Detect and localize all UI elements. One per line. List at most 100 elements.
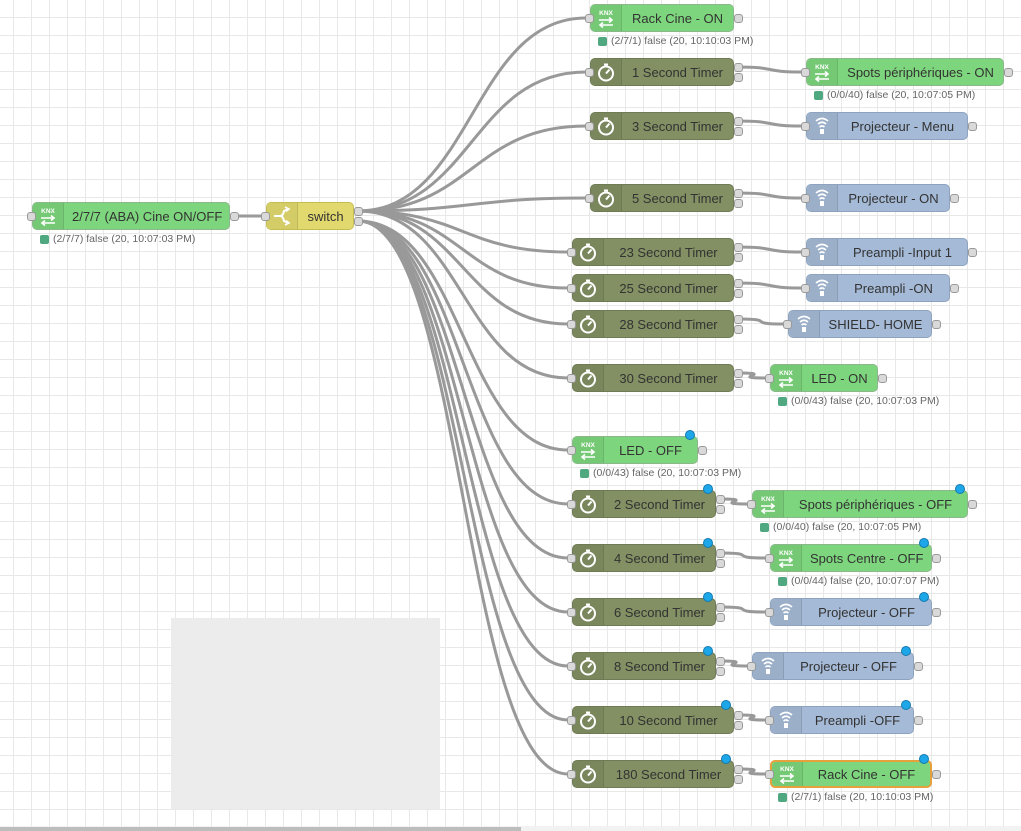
output-port[interactable]: [733, 13, 743, 23]
output-port[interactable]: [733, 378, 743, 388]
navigator-minimap[interactable]: [171, 618, 440, 809]
output-port[interactable]: [733, 720, 743, 730]
output-port[interactable]: [697, 445, 707, 455]
output-port[interactable]: [949, 193, 959, 203]
output-port[interactable]: [733, 314, 743, 324]
input-port[interactable]: [585, 121, 594, 131]
output-port[interactable]: [715, 558, 725, 568]
input-port[interactable]: [567, 661, 576, 671]
output-port[interactable]: [733, 188, 743, 198]
output-port[interactable]: [733, 242, 743, 252]
input-port[interactable]: [567, 607, 576, 617]
ir-node[interactable]: Projecteur - OFF: [770, 598, 932, 626]
timer-node[interactable]: 1 Second Timer: [590, 58, 734, 86]
timer-node[interactable]: 2 Second Timer: [572, 490, 716, 518]
output-port[interactable]: [715, 504, 725, 514]
input-port[interactable]: [765, 769, 774, 779]
input-port[interactable]: [567, 769, 576, 779]
input-port[interactable]: [585, 13, 594, 23]
input-port[interactable]: [801, 67, 810, 77]
timer-node[interactable]: 23 Second Timer: [572, 238, 734, 266]
output-port[interactable]: [715, 494, 725, 504]
input-port[interactable]: [765, 373, 774, 383]
output-port[interactable]: [931, 553, 941, 563]
timer-node[interactable]: 180 Second Timer: [572, 760, 734, 788]
output-port[interactable]: [353, 206, 363, 216]
input-port[interactable]: [585, 67, 594, 77]
output-port[interactable]: [733, 710, 743, 720]
output-port[interactable]: [967, 121, 977, 131]
switch-node[interactable]: switch: [266, 202, 354, 230]
output-port[interactable]: [733, 324, 743, 334]
output-port[interactable]: [353, 216, 363, 226]
ir-node[interactable]: Projecteur - Menu: [806, 112, 968, 140]
output-port[interactable]: [949, 283, 959, 293]
input-port[interactable]: [261, 211, 270, 221]
timer-node[interactable]: 3 Second Timer: [590, 112, 734, 140]
input-port[interactable]: [801, 193, 810, 203]
output-port[interactable]: [733, 368, 743, 378]
output-port[interactable]: [931, 769, 941, 779]
ir-node[interactable]: SHIELD- HOME: [788, 310, 932, 338]
output-port[interactable]: [715, 612, 725, 622]
output-port[interactable]: [931, 607, 941, 617]
horizontal-scrollbar-thumb[interactable]: [0, 827, 521, 831]
output-port[interactable]: [913, 661, 923, 671]
output-port[interactable]: [913, 715, 923, 725]
input-port[interactable]: [567, 283, 576, 293]
input-port[interactable]: [567, 373, 576, 383]
timer-node[interactable]: 30 Second Timer: [572, 364, 734, 392]
ir-node[interactable]: Preampli -OFF: [770, 706, 914, 734]
output-port[interactable]: [733, 126, 743, 136]
input-port[interactable]: [783, 319, 792, 329]
timer-node[interactable]: 28 Second Timer: [572, 310, 734, 338]
timer-node[interactable]: 25 Second Timer: [572, 274, 734, 302]
input-port[interactable]: [567, 553, 576, 563]
output-port[interactable]: [715, 548, 725, 558]
input-port[interactable]: [27, 211, 36, 221]
output-port[interactable]: [967, 247, 977, 257]
ir-node[interactable]: Projecteur - ON: [806, 184, 950, 212]
output-port[interactable]: [733, 198, 743, 208]
output-port[interactable]: [733, 62, 743, 72]
output-port[interactable]: [877, 373, 887, 383]
ir-node[interactable]: Preampli -Input 1: [806, 238, 968, 266]
output-port[interactable]: [967, 499, 977, 509]
output-port[interactable]: [733, 116, 743, 126]
output-port[interactable]: [1003, 67, 1013, 77]
output-port[interactable]: [733, 72, 743, 82]
ir-node[interactable]: Preampli -ON: [806, 274, 950, 302]
timer-node[interactable]: 8 Second Timer: [572, 652, 716, 680]
output-port[interactable]: [733, 774, 743, 784]
output-port[interactable]: [715, 666, 725, 676]
input-port[interactable]: [801, 247, 810, 257]
timer-node[interactable]: 6 Second Timer: [572, 598, 716, 626]
output-port[interactable]: [733, 252, 743, 262]
input-port[interactable]: [567, 247, 576, 257]
input-port[interactable]: [747, 661, 756, 671]
timer-node[interactable]: 5 Second Timer: [590, 184, 734, 212]
input-port[interactable]: [765, 553, 774, 563]
output-port[interactable]: [229, 211, 239, 221]
output-port[interactable]: [931, 319, 941, 329]
input-port[interactable]: [585, 193, 594, 203]
timer-node[interactable]: 10 Second Timer: [572, 706, 734, 734]
input-port[interactable]: [567, 445, 576, 455]
timer-node[interactable]: 4 Second Timer: [572, 544, 716, 572]
output-port[interactable]: [733, 278, 743, 288]
input-port[interactable]: [801, 121, 810, 131]
output-port[interactable]: [715, 656, 725, 666]
output-port[interactable]: [715, 602, 725, 612]
input-port[interactable]: [567, 319, 576, 329]
ir-node[interactable]: Projecteur - OFF: [752, 652, 914, 680]
output-port[interactable]: [733, 764, 743, 774]
output-port[interactable]: [733, 288, 743, 298]
